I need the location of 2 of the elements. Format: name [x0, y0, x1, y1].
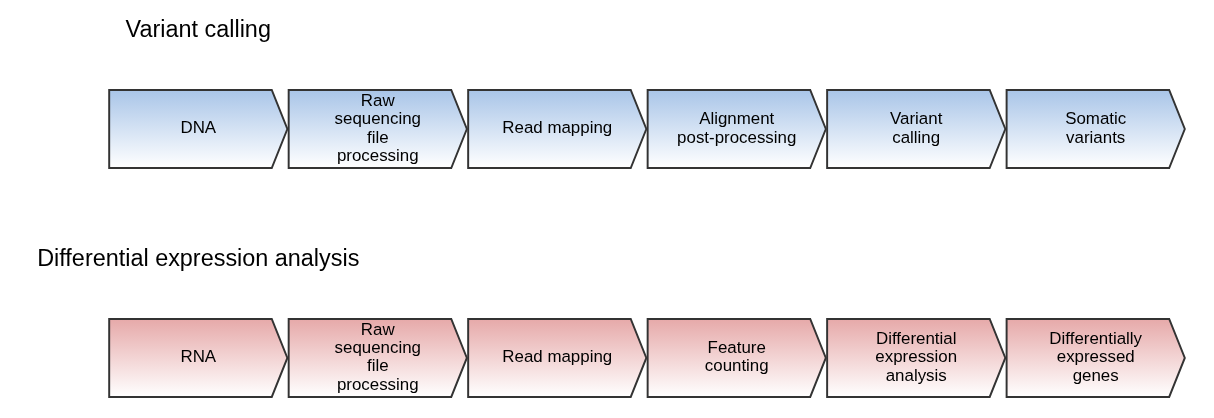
- label: Differential expression analysis: [37, 245, 360, 272]
- label: Variant calling: [125, 16, 271, 43]
